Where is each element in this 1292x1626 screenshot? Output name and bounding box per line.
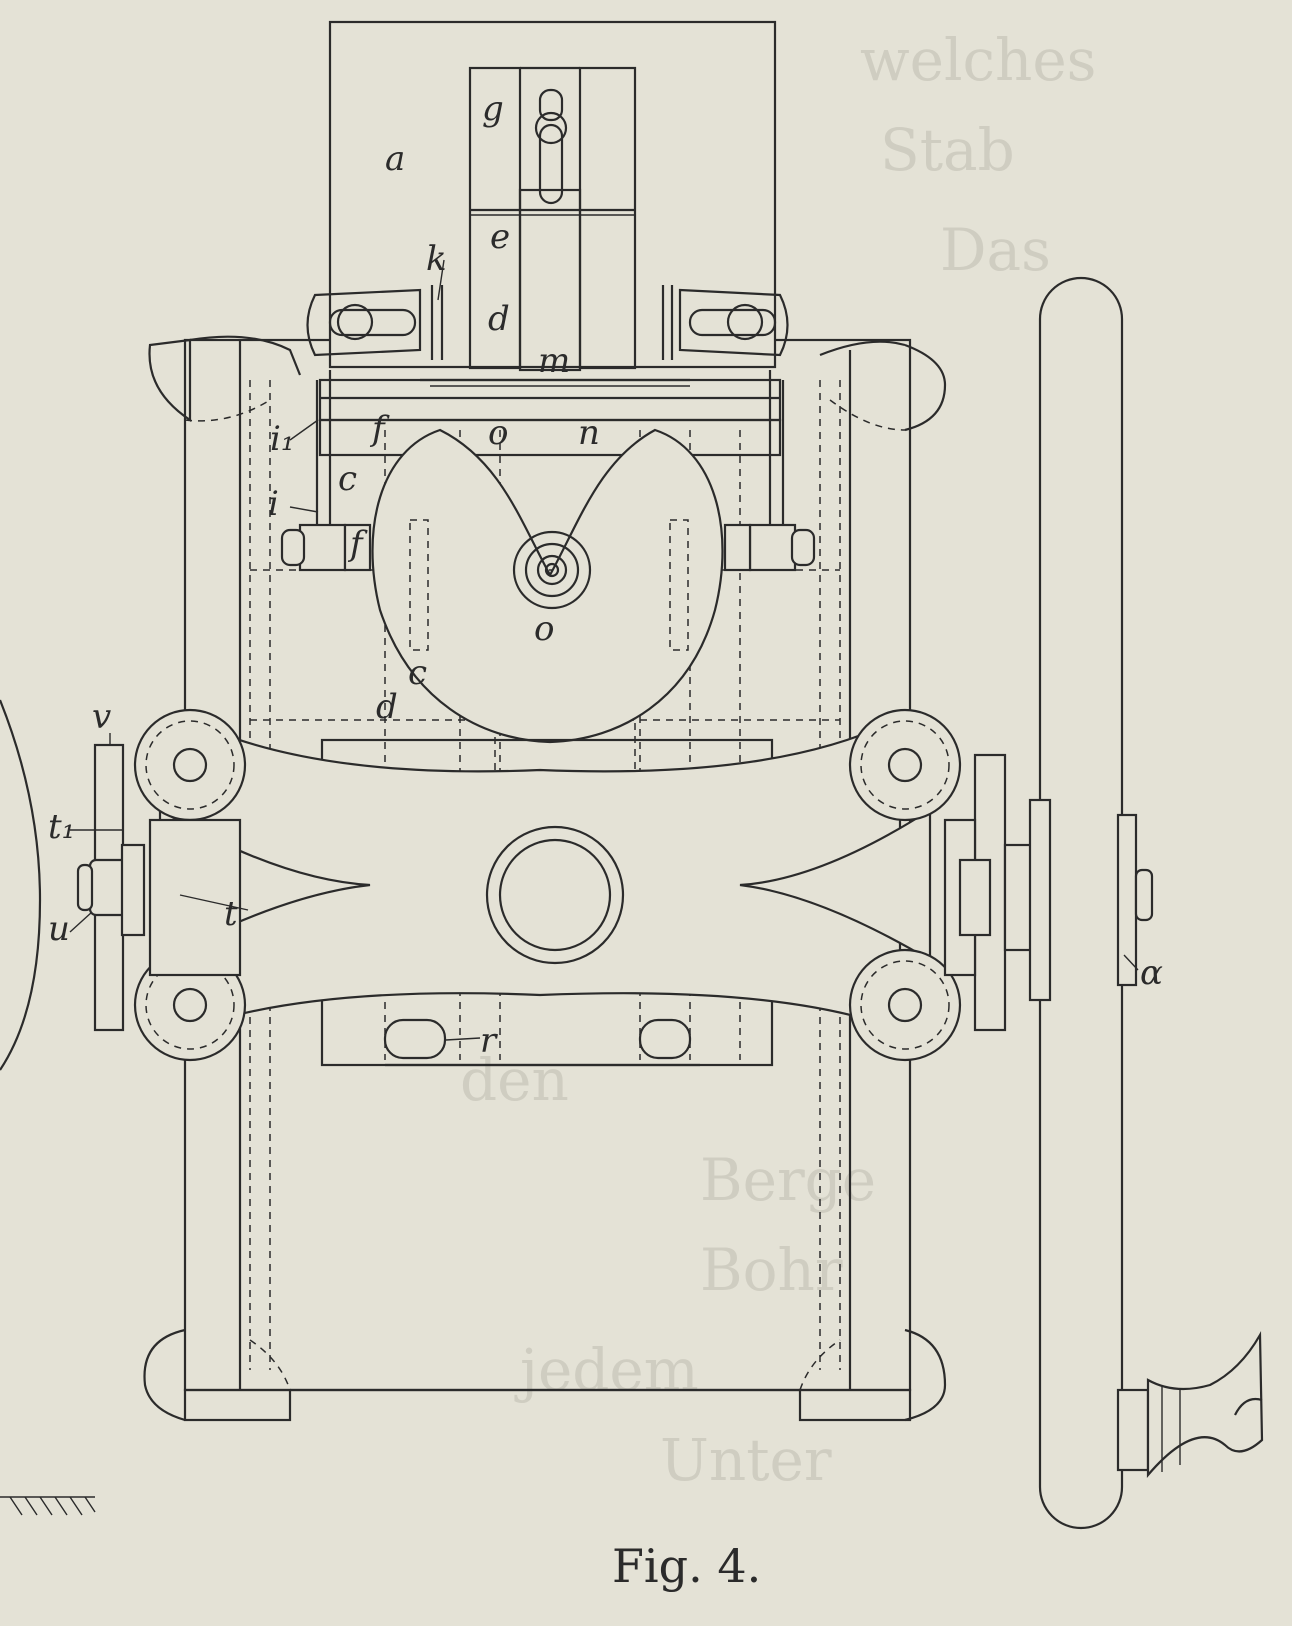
label-c-lower: c	[408, 653, 427, 693]
label-t: t	[224, 894, 238, 934]
handwheel	[1028, 276, 1154, 1530]
right-shaft	[943, 753, 1040, 1032]
bleed-through-text: welches Stab Das den Berge Bohr jedem Un…	[460, 26, 1096, 1494]
ghost-text-4: den	[460, 1046, 569, 1114]
label-v: v	[92, 697, 111, 737]
ghost-text-8: Unter	[660, 1426, 832, 1494]
left-wheel-edge	[0, 699, 42, 1071]
ghost-text-3: Das	[940, 216, 1051, 284]
label-u: u	[48, 909, 70, 949]
label-n: n	[578, 413, 600, 453]
ghost-text-7: jedem	[514, 1336, 699, 1404]
ghost-text-2: Stab	[880, 116, 1015, 184]
label-r: r	[480, 1021, 498, 1061]
label-o: o	[488, 413, 508, 453]
label-k: k	[426, 239, 447, 279]
ground-hatch	[0, 1496, 96, 1516]
label-e: e	[490, 217, 510, 257]
label-d: d	[488, 299, 510, 339]
label-o-lower: o	[534, 609, 554, 649]
left-shaft	[76, 743, 242, 1032]
label-f-upper: f	[369, 409, 390, 449]
crossbar-rollers	[280, 523, 816, 572]
label-d-lower: d	[376, 687, 398, 727]
ghost-text-6: Bohr	[700, 1236, 843, 1304]
label-g: g	[482, 89, 504, 129]
ghost-text-5: Berge	[700, 1146, 876, 1214]
label-t1: t₁	[48, 807, 75, 847]
crank-handle	[1116, 1330, 1264, 1478]
crossbar	[315, 370, 785, 560]
side-brackets	[306, 285, 789, 360]
ghost-text-1: welches	[860, 26, 1096, 94]
label-i: i	[268, 484, 279, 524]
label-m: m	[538, 341, 570, 381]
label-a: a	[385, 139, 405, 179]
figure-caption: Fig. 4.	[612, 1539, 761, 1593]
upper-plate	[328, 20, 777, 372]
leader-lines	[69, 259, 1139, 1041]
corner-rollers	[133, 708, 962, 1062]
crank-plate	[158, 716, 932, 1067]
label-alpha: α	[1140, 953, 1163, 993]
heart-cam	[371, 428, 724, 744]
label-c: c	[338, 459, 357, 499]
